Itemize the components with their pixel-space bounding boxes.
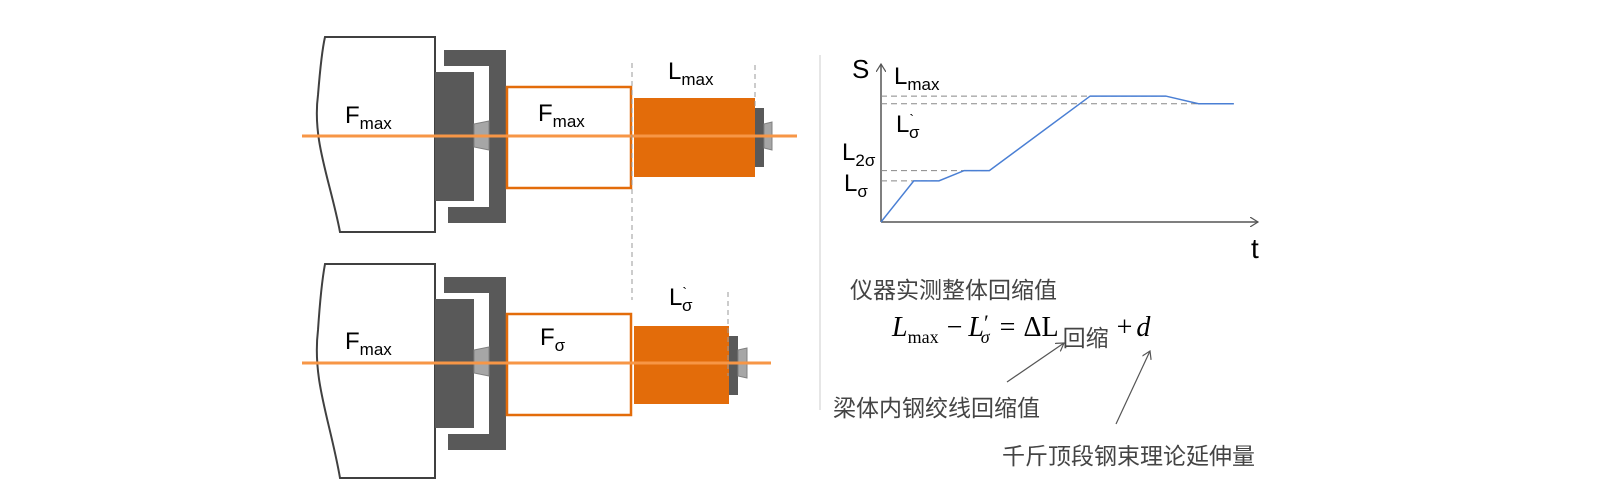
- top-assembly: Fmax Fmax Lmax: [302, 36, 797, 300]
- jack-force-label: Fσ: [540, 324, 566, 355]
- displacement-curve: [880, 95, 1234, 223]
- measured-retraction-label: 仪器实测整体回缩值: [850, 278, 1057, 304]
- jack-bracket: [444, 50, 506, 223]
- length-label: Lmax: [668, 58, 714, 89]
- arrow-to-delta-l: [1006, 343, 1064, 383]
- tool-anchor: [729, 336, 738, 395]
- jack-bracket: [444, 277, 506, 450]
- y-axis-label: S: [852, 54, 869, 84]
- elongation-block: [634, 326, 729, 404]
- level-label-lmax: Lmax: [894, 63, 940, 94]
- beam-force-label: Fmax: [345, 328, 392, 359]
- x-axis-label: t: [1251, 233, 1259, 264]
- level-label-lsigma: Lσ: [844, 170, 868, 201]
- bottom-assembly: Fmax Fσ L`σ: [302, 263, 771, 479]
- jack-strand-elongation-label: 千斤顶段钢束理论延伸量: [1002, 444, 1255, 470]
- beam-end: [315, 263, 436, 479]
- beam-strand-retraction-label: 梁体内钢绞线回缩值: [833, 396, 1040, 422]
- beam-force-label: Fmax: [345, 102, 392, 133]
- level-label-lsigma-prime: L`σ: [896, 111, 920, 142]
- arrow-to-d: [1115, 351, 1150, 425]
- length-label: L`σ: [669, 284, 693, 315]
- jack-force-label: Fmax: [538, 100, 585, 131]
- level-label-l2sigma: L2σ: [842, 139, 876, 170]
- s-t-graph: S t Lmax L`σ L2σ Lσ: [842, 54, 1259, 264]
